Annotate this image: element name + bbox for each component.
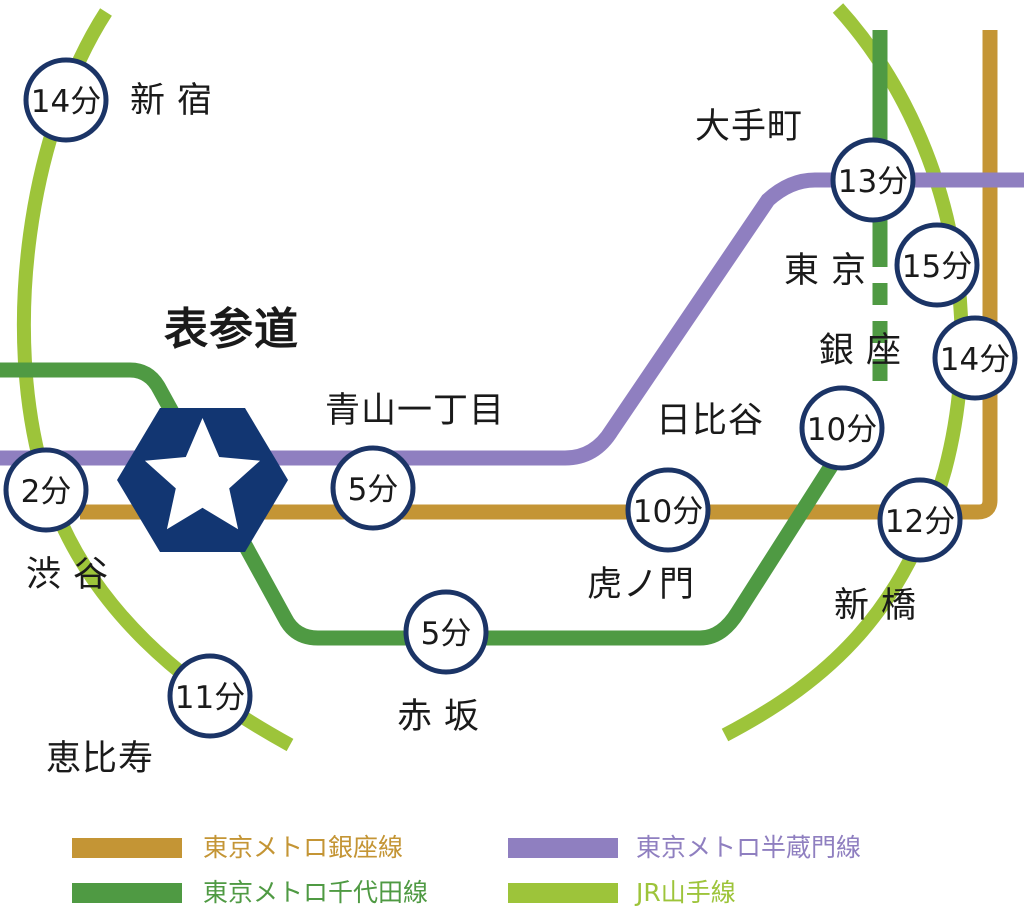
- time-ginza: 14分: [940, 342, 1010, 378]
- origin-station-name: 表参道: [164, 304, 299, 355]
- legend-swatch-hanzomon: [508, 838, 618, 858]
- station-marker-ginza: 14分: [932, 315, 1018, 401]
- station-name-shinjuku: 新宿: [130, 81, 225, 121]
- station-name-ebisu: 恵比寿: [46, 739, 155, 779]
- legend-label-chiyoda: 東京メトロ千代田線: [203, 878, 429, 907]
- time-hibiya: 10分: [807, 412, 877, 448]
- time-aoyama-itchome: 5分: [348, 472, 399, 508]
- origin-marker: [117, 408, 288, 552]
- station-marker-hibiya: 10分: [799, 385, 885, 471]
- legend-swatch-ginza: [72, 838, 182, 858]
- chiyoda-line-west: [0, 362, 842, 646]
- station-marker-shibuya: 2分: [3, 447, 89, 533]
- time-shibuya: 2分: [21, 474, 72, 510]
- station-marker-aoyama-itchome: 5分: [330, 445, 416, 531]
- time-tokyo: 15分: [902, 249, 972, 285]
- station-marker-ebisu: 11分: [167, 653, 253, 739]
- station-name-otemachi: 大手町: [695, 107, 804, 147]
- time-shinjuku: 14分: [31, 84, 101, 120]
- time-shimbashi: 12分: [885, 504, 955, 540]
- station-name-akasaka: 赤坂: [397, 697, 492, 737]
- station-name-shibuya: 渋谷: [26, 555, 121, 595]
- legend-swatch-chiyoda: [72, 883, 182, 903]
- station-name-shimbashi: 新橋: [834, 586, 929, 626]
- station-marker-akasaka: 5分: [403, 589, 489, 675]
- yamanote-line-east: [721, 3, 969, 742]
- time-toranomon: 10分: [633, 494, 703, 530]
- station-name-tokyo: 東京: [784, 251, 879, 291]
- star-icon: [144, 418, 261, 530]
- station-name-ginza: 銀座: [819, 331, 914, 371]
- station-marker-tokyo: 15分: [894, 222, 980, 308]
- ginza-line: [80, 30, 998, 520]
- station-name-aoyama-itchome: 青山一丁目: [325, 391, 506, 431]
- time-otemachi: 13分: [838, 164, 908, 200]
- legend-label-hanzomon: 東京メトロ半蔵門線: [636, 833, 862, 862]
- station-marker-shinjuku: 14分: [23, 57, 109, 143]
- station-name-toranomon: 虎ノ門: [587, 565, 696, 605]
- time-ebisu: 11分: [175, 680, 245, 716]
- legend-label-ginza: 東京メトロ銀座線: [203, 833, 404, 862]
- legend-swatch-yamanote: [508, 883, 618, 903]
- hanzomon-line: [0, 172, 1024, 466]
- legend-label-yamanote: JR山手線: [636, 878, 736, 907]
- station-marker-toranomon: 10分: [625, 467, 711, 553]
- station-marker-shimbashi: 12分: [877, 477, 963, 563]
- station-marker-otemachi: 13分: [830, 137, 916, 223]
- time-akasaka: 5分: [421, 616, 472, 652]
- station-name-hibiya: 日比谷: [656, 401, 765, 441]
